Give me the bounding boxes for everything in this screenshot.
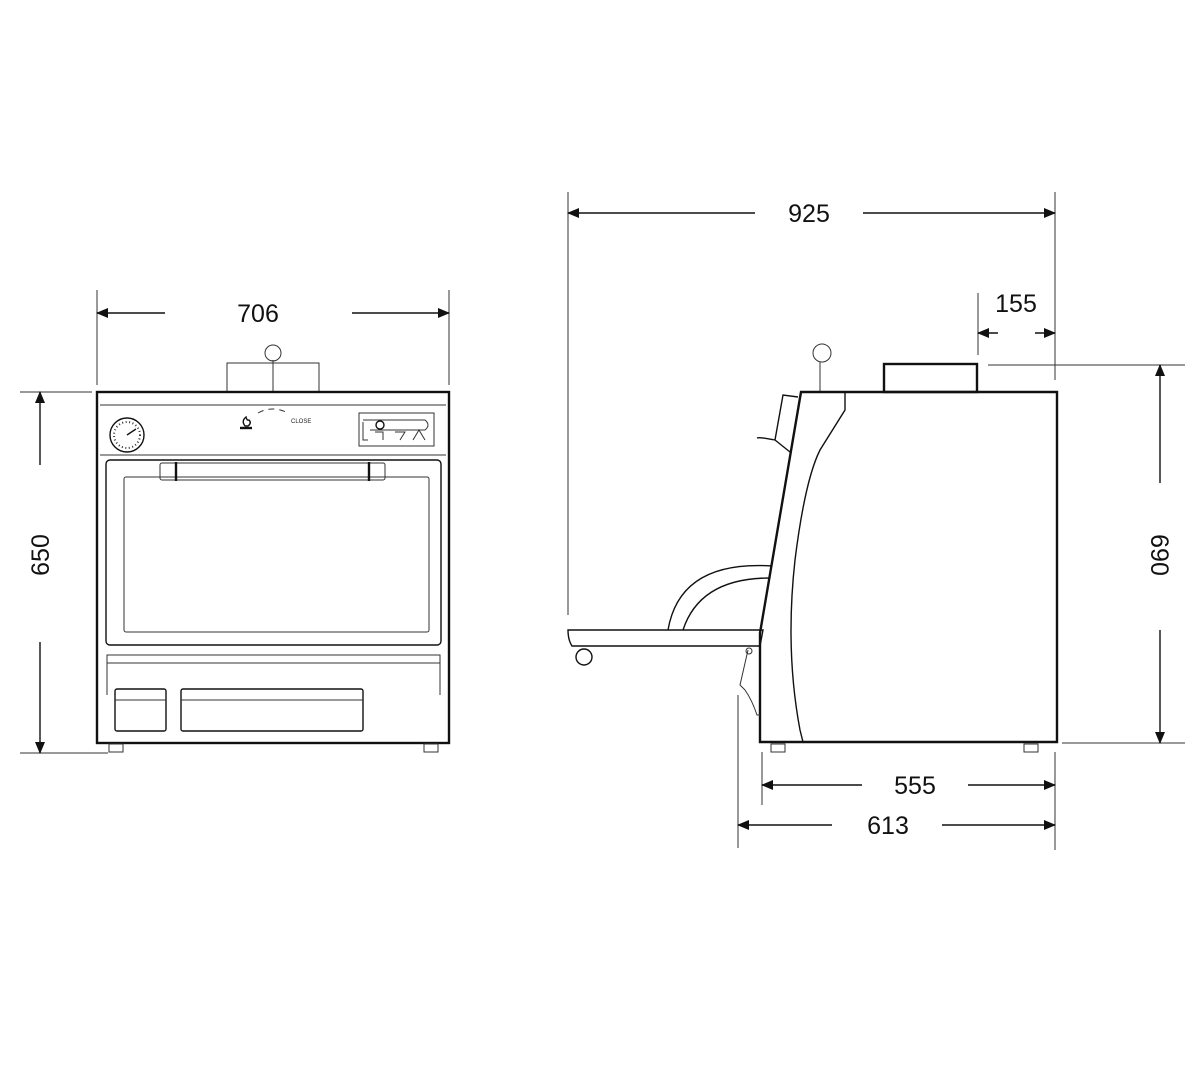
control-bracket: [756, 394, 799, 453]
tray-wheel: [575, 648, 593, 666]
foot-side-front: [770, 743, 786, 753]
svg-text:155: 155: [995, 290, 1037, 318]
door-hinge: [739, 649, 760, 716]
svg-text:690: 690: [1145, 534, 1173, 576]
damper-knob: [264, 344, 282, 362]
oven-body: [95, 390, 451, 745]
foot-side-back: [1023, 743, 1039, 753]
svg-text:925: 925: [788, 200, 830, 228]
damper-knob-side: [812, 343, 832, 363]
foot-right: [423, 743, 439, 753]
door-window: [123, 476, 430, 633]
svg-text:706: 706: [237, 300, 279, 328]
svg-text:650: 650: [27, 534, 55, 576]
panel-label: CLOSE: [291, 419, 311, 425]
oven-body-side: [758, 390, 1059, 744]
front-height-dimension: 650: [20, 391, 108, 754]
ash-drawer-small: [114, 688, 167, 732]
side-height-dimension: 690: [988, 364, 1185, 744]
svg-text:613: 613: [867, 812, 909, 840]
flame-icon: [240, 408, 289, 430]
body-depth-dimension: 555: [761, 752, 1056, 850]
door-handle: [159, 462, 386, 481]
door-depth-dimension: 613: [737, 695, 1056, 848]
side-view: [567, 343, 1059, 753]
oven-door: [105, 459, 442, 646]
open-door-tray: [567, 629, 764, 647]
brand-logo: [358, 412, 435, 447]
foot-left: [108, 743, 124, 753]
thermometer-gauge: [109, 417, 145, 453]
door-arc: [667, 564, 773, 631]
chimney-side: [882, 362, 979, 394]
front-width-dimension: 706: [96, 290, 450, 385]
front-view: CLOSE: [95, 344, 451, 753]
ash-drawer-large: [180, 688, 364, 732]
side-panel-curve: [790, 392, 846, 743]
chimney-offset-dimension: 155: [977, 290, 1056, 355]
total-depth-dimension: 925: [567, 192, 1056, 615]
svg-text:555: 555: [894, 772, 936, 800]
